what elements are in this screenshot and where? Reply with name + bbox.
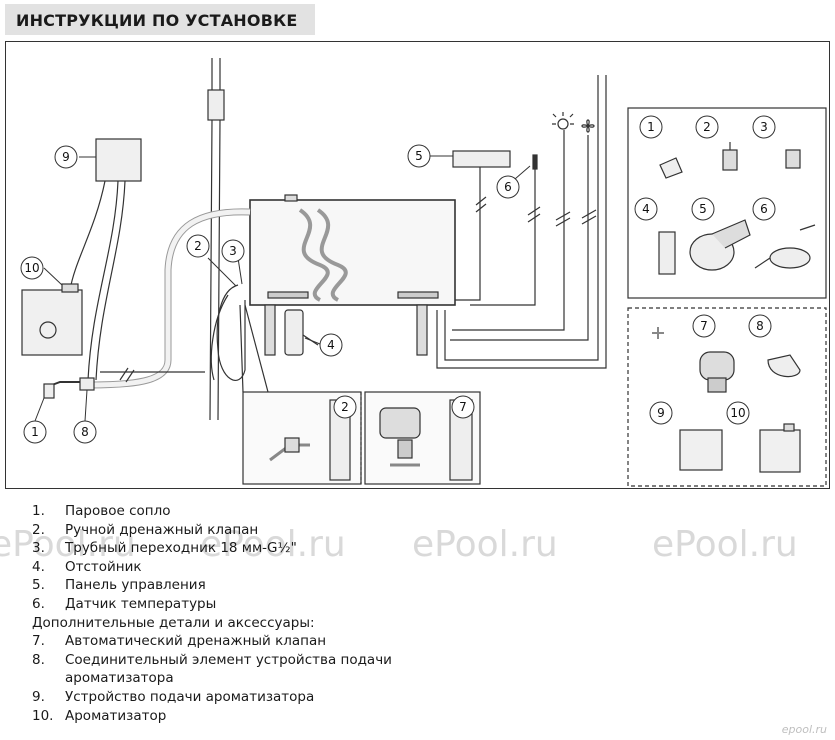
callout-3 [221,239,245,263]
callout-2-label: 2 [194,239,202,253]
callout-10 [20,256,44,280]
part-auto-drain [699,351,735,381]
callout-9 [54,145,78,169]
bracket-right [416,304,428,356]
control-panel-unit [452,150,511,168]
callout-5-label: 5 [415,149,423,163]
callout-7-part [692,314,716,338]
callout-6-label: 6 [504,180,512,194]
part-canister [759,429,801,473]
callout-6 [496,175,520,199]
callout-1-label: 1 [31,425,39,439]
callout-8 [73,420,97,444]
callout-4 [319,333,343,357]
callout-8-part-label: 8 [756,319,764,333]
watermark: ePool.ru [0,524,136,565]
callout-5 [407,144,431,168]
aroma-dispenser [95,138,142,182]
steam-nozzle [43,383,55,399]
watermark: ePool.ru [652,524,798,565]
callout-7-detail-label: 7 [459,400,467,414]
supply-pipe-vertical [209,119,221,421]
corner-watermark: epool.ru [781,723,827,736]
part-dispenser [679,429,723,471]
callout-10-label: 10 [24,261,39,275]
callout-4-part-label: 4 [642,202,650,216]
callout-8-label: 8 [81,425,89,439]
page-title: ИНСТРУКЦИИ ПО УСТАНОВКЕ [16,11,298,30]
part-sediment-pot [658,231,676,275]
callout-7-part-label: 7 [700,319,708,333]
callout-4-label: 4 [327,338,335,352]
steam-generator [249,199,456,306]
title-bar: ИНСТРУКЦИИ ПО УСТАНОВКЕ [5,4,315,35]
callout-3-part-label: 3 [760,120,768,134]
part-valve [722,149,738,171]
part-adapter [785,149,801,169]
plus-icon [652,327,664,339]
included-parts-panel [627,107,827,299]
callout-4-part [634,197,658,221]
callout-2-detail-label: 2 [341,400,349,414]
callout-6-part [752,197,776,221]
diagram-frame [5,41,830,489]
callout-2-part [695,115,719,139]
callout-9-part [649,401,673,425]
callout-10-part [726,401,750,425]
callout-6-part-label: 6 [760,202,768,216]
bracket-left [264,304,276,356]
callout-9-label: 9 [62,150,70,164]
part-nozzle [659,157,683,179]
callout-8-part [748,314,772,338]
callout-2-detail [333,395,357,419]
watermark: ePool.ru [412,524,558,565]
aroma-coupler [79,377,95,391]
callout-5-part-label: 5 [699,202,707,216]
callout-1-part [639,115,663,139]
callout-3-label: 3 [229,244,237,258]
callout-2 [186,234,210,258]
callout-3-part [752,115,776,139]
sediment-pot [284,309,304,356]
callout-5-part [691,197,715,221]
generator-logo-stripe [298,208,330,302]
watermark: ePool.ru [200,524,346,565]
callout-9-part-label: 9 [657,406,665,420]
callout-1-part-label: 1 [647,120,655,134]
pipe-valve [207,89,225,121]
callout-1 [23,420,47,444]
callout-2-part-label: 2 [703,120,711,134]
supply-pipe-top [211,58,221,95]
part-coupler [767,354,801,378]
part-sensor-coil [769,247,811,269]
callout-7-detail [451,395,475,419]
callout-10-part-label: 10 [730,406,745,420]
